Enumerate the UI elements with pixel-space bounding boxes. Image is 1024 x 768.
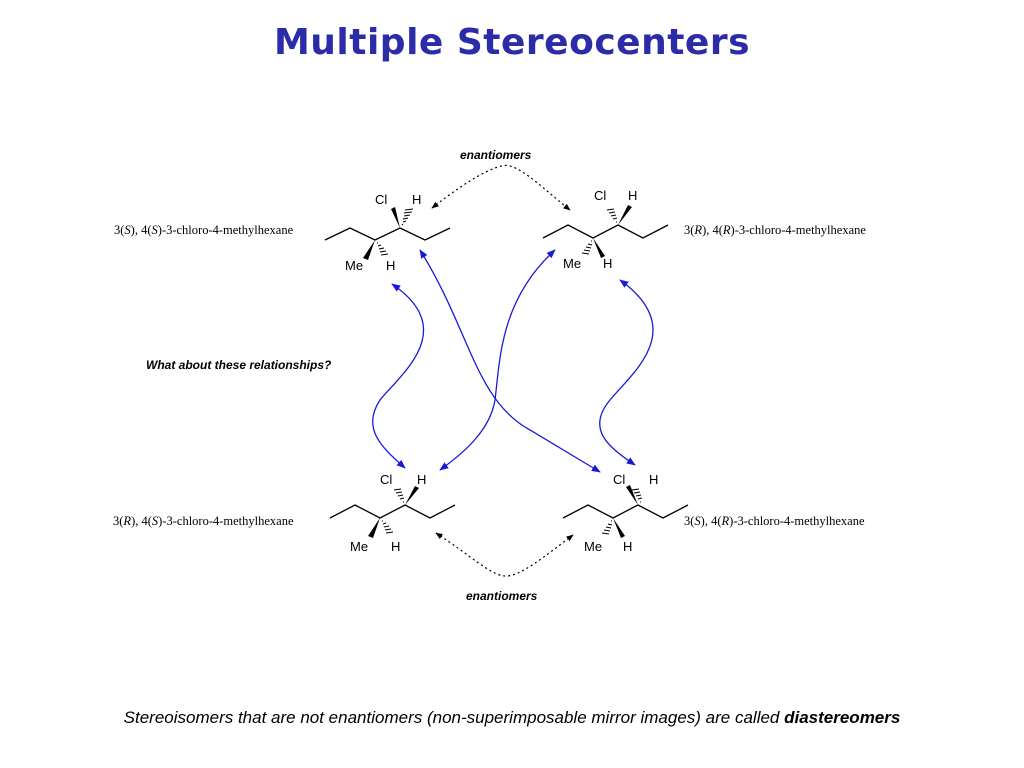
me-group-label: Me [350,539,368,554]
wedge-bond [368,518,380,538]
h-atom-label: H [391,539,400,554]
wedge-bond [613,518,625,538]
me-group-label: Me [563,256,581,271]
hash-bond [377,242,389,256]
hash-bond [606,208,618,223]
hash-bond [393,488,405,503]
cl-atom-label: Cl [375,192,387,207]
wedge-bond [405,486,419,505]
molecule-top-left: Cl H Me H [324,192,451,273]
h-atom-label: H [603,256,612,271]
wedge-bond [618,205,632,225]
compound-name-top-left: 3(S), 4(S)-3-chloro-4-methylhexane [114,223,294,237]
h-atom-label: H [628,188,637,203]
hash-bond [581,240,593,255]
enantiomer-arrow-top [431,164,571,211]
molecule-bottom-left: Cl H Me H [329,472,456,554]
cl-atom-label: Cl [613,472,625,487]
hash-bond [401,208,414,226]
wedge-bond [626,485,638,505]
compound-name-top-right: 3(R), 4(R)-3-chloro-4-methylhexane [684,223,866,237]
cl-atom-label: Cl [380,472,392,487]
h-atom-label: H [623,539,632,554]
footer-statement: Stereoisomers that are not enantiomers (… [0,708,1024,728]
enantiomers-label-bottom: enantiomers [466,589,538,603]
cl-atom-label: Cl [594,188,606,203]
me-group-label: Me [345,258,363,273]
relationship-question: What about these relationships? [146,358,332,372]
molecule-top-right: Cl H Me H [542,188,669,271]
compound-name-bottom-right: 3(S), 4(R)-3-chloro-4-methylhexane [684,514,865,528]
hash-bond [631,488,643,503]
relationship-arrow-diagonal-b [439,249,556,471]
h-atom-label: H [386,258,395,273]
relationship-arrow-diagonal-a [419,249,601,473]
compound-name-bottom-left: 3(R), 4(S)-3-chloro-4-methylhexane [113,514,294,528]
enantiomer-arrow-bottom [435,532,574,577]
page-title: Multiple Stereocenters [273,22,751,63]
h-atom-label: H [412,192,421,207]
footer-emphasis: diastereomers [784,708,901,727]
footer-text: Stereoisomers that are not enantiomers (… [123,708,785,727]
hash-bond [382,520,394,534]
molecule-bottom-right: Cl H Me H [562,472,689,554]
relationship-arrow-left-vertical [372,283,425,469]
h-atom-label: H [417,472,426,487]
wedge-bond [363,240,375,260]
wedge-bond [593,238,605,258]
h-atom-label: H [649,472,658,487]
me-group-label: Me [584,539,602,554]
enantiomers-label-top: enantiomers [460,148,532,162]
relationship-arrow-right-vertical [599,279,654,466]
hash-bond [601,520,613,535]
wedge-bond [391,207,400,228]
